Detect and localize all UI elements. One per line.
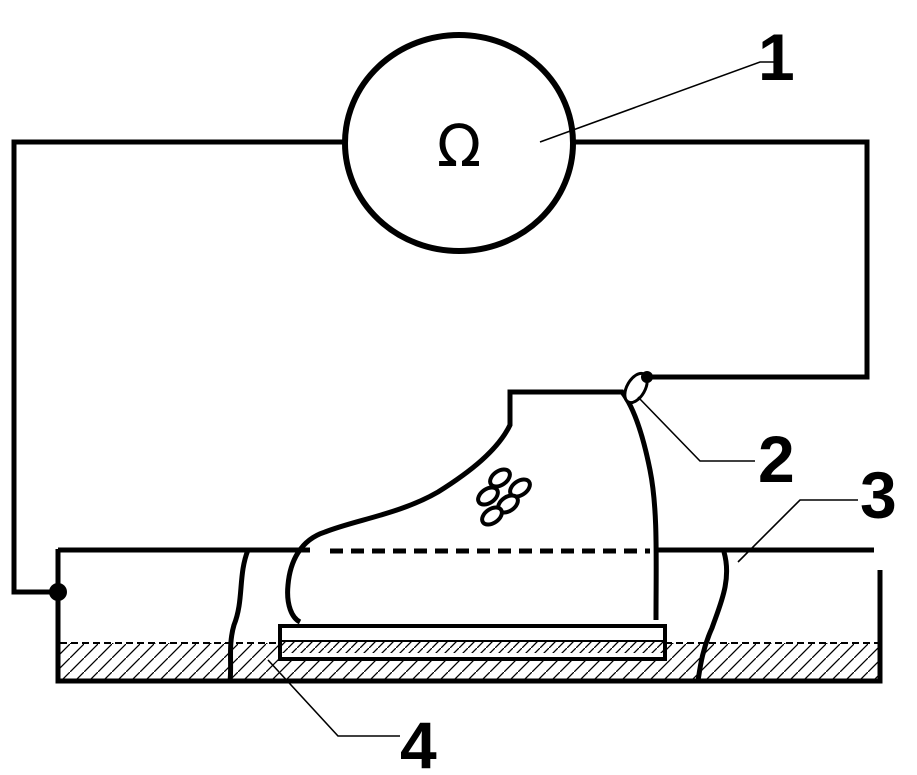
ohm-symbol: Ω <box>437 112 481 180</box>
label-1: 1 <box>758 20 795 94</box>
right-wire <box>575 139 870 380</box>
shoe-laces <box>476 467 532 527</box>
label-2: 2 <box>758 422 795 496</box>
electrode <box>623 371 653 405</box>
left-wire <box>11 139 345 595</box>
ohmmeter: Ω <box>342 32 576 254</box>
break-line-left <box>227 549 251 682</box>
tray <box>55 547 883 684</box>
shoe-outline <box>285 389 659 625</box>
break-line-right <box>695 551 730 682</box>
shoe-insole-hatch <box>282 641 663 653</box>
leader-line-3 <box>737 499 858 563</box>
label-3: 3 <box>860 458 897 532</box>
leader-line-4 <box>267 659 400 737</box>
leader-line-1 <box>539 61 775 143</box>
shoe <box>278 389 667 661</box>
leader-line-2 <box>637 396 755 462</box>
labels: 1 2 3 4 <box>400 20 897 775</box>
label-4: 4 <box>400 708 437 775</box>
electrode-contact <box>641 371 653 383</box>
tray-outline <box>55 549 883 684</box>
leader-lines <box>267 61 858 737</box>
ohmmeter-body <box>342 32 576 254</box>
